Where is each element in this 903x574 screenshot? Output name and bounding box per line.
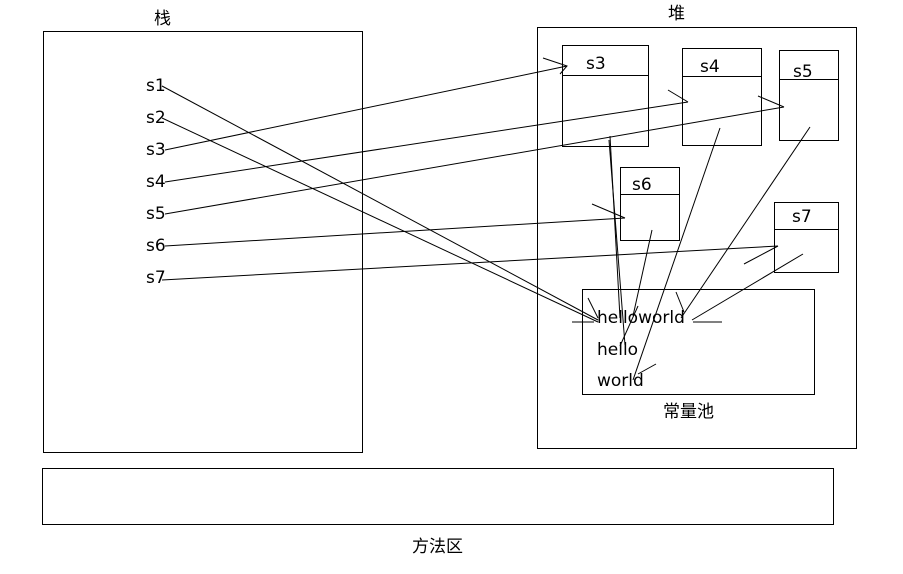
ref-line-heap-s6-pool (632, 229, 653, 317)
ref-line-s6-to-heap (164, 217, 626, 247)
stack-var-s2: s2 (146, 108, 166, 128)
heap-object-divider (683, 76, 761, 77)
pool-tick-left-diag (587, 297, 599, 319)
ref-line-s4-to-heap (164, 101, 689, 183)
heap-object-s3 (562, 45, 649, 147)
ref-line-heap-s5-pool (680, 126, 811, 319)
ref-line-s1-to-pool (161, 85, 599, 321)
ref-line-heap-s4-world (632, 127, 721, 381)
constant-pool (582, 289, 815, 395)
stack-area (43, 31, 363, 453)
heap-object-s5 (779, 50, 839, 141)
ref-line-heap-s6-hello (619, 305, 639, 347)
arrowhead-s6 (591, 203, 626, 219)
ref-line-s5-to-heap (164, 106, 785, 215)
ref-line-heap-s3-hello (608, 139, 626, 346)
heap-object-s3-label: s3 (586, 54, 606, 74)
stack-var-s3: s3 (146, 140, 166, 160)
stack-var-s4: s4 (146, 172, 166, 192)
stack-var-s6: s6 (146, 236, 166, 256)
heap-object-s5-label: s5 (793, 62, 813, 82)
arrowhead-s3 (542, 57, 568, 75)
heap-object-divider (780, 79, 838, 80)
stack-var-s1: s1 (146, 76, 166, 96)
method-area-title: 方法区 (412, 537, 463, 557)
stack-var-s7: s7 (146, 268, 166, 288)
heap-object-s7 (774, 202, 839, 273)
heap-object-divider (775, 229, 838, 230)
arrowhead-s5 (757, 95, 785, 108)
stack-title: 栈 (154, 9, 171, 29)
heap-area (537, 27, 857, 449)
ref-line-s7-to-heap (161, 245, 779, 281)
pool-item-hello: hello (597, 340, 639, 360)
heap-object-s4-label: s4 (700, 57, 720, 77)
ref-line-s2-to-pool (161, 117, 599, 323)
heap-object-divider (621, 194, 679, 195)
heap-object-divider (563, 75, 648, 76)
heap-title: 堆 (668, 4, 685, 24)
heap-object-s7-label: s7 (792, 207, 812, 227)
pool-item-world: world (597, 371, 644, 391)
arrowhead-s4 (667, 89, 689, 103)
pool-item-helloworld: helloworld (597, 308, 685, 328)
method-area (42, 468, 834, 525)
ref-line-s3-to-heap (164, 65, 568, 151)
constant-pool-title: 常量池 (663, 402, 714, 422)
arrowhead-s7 (743, 245, 779, 265)
ref-line-heap-s7-pool (691, 253, 804, 321)
pool-tick-s5 (675, 291, 685, 313)
pool-tick-world (637, 363, 657, 375)
stack-var-s5: s5 (146, 204, 166, 224)
ref-line-heap-s3-down (609, 135, 621, 319)
heap-object-s6-label: s6 (632, 175, 652, 195)
